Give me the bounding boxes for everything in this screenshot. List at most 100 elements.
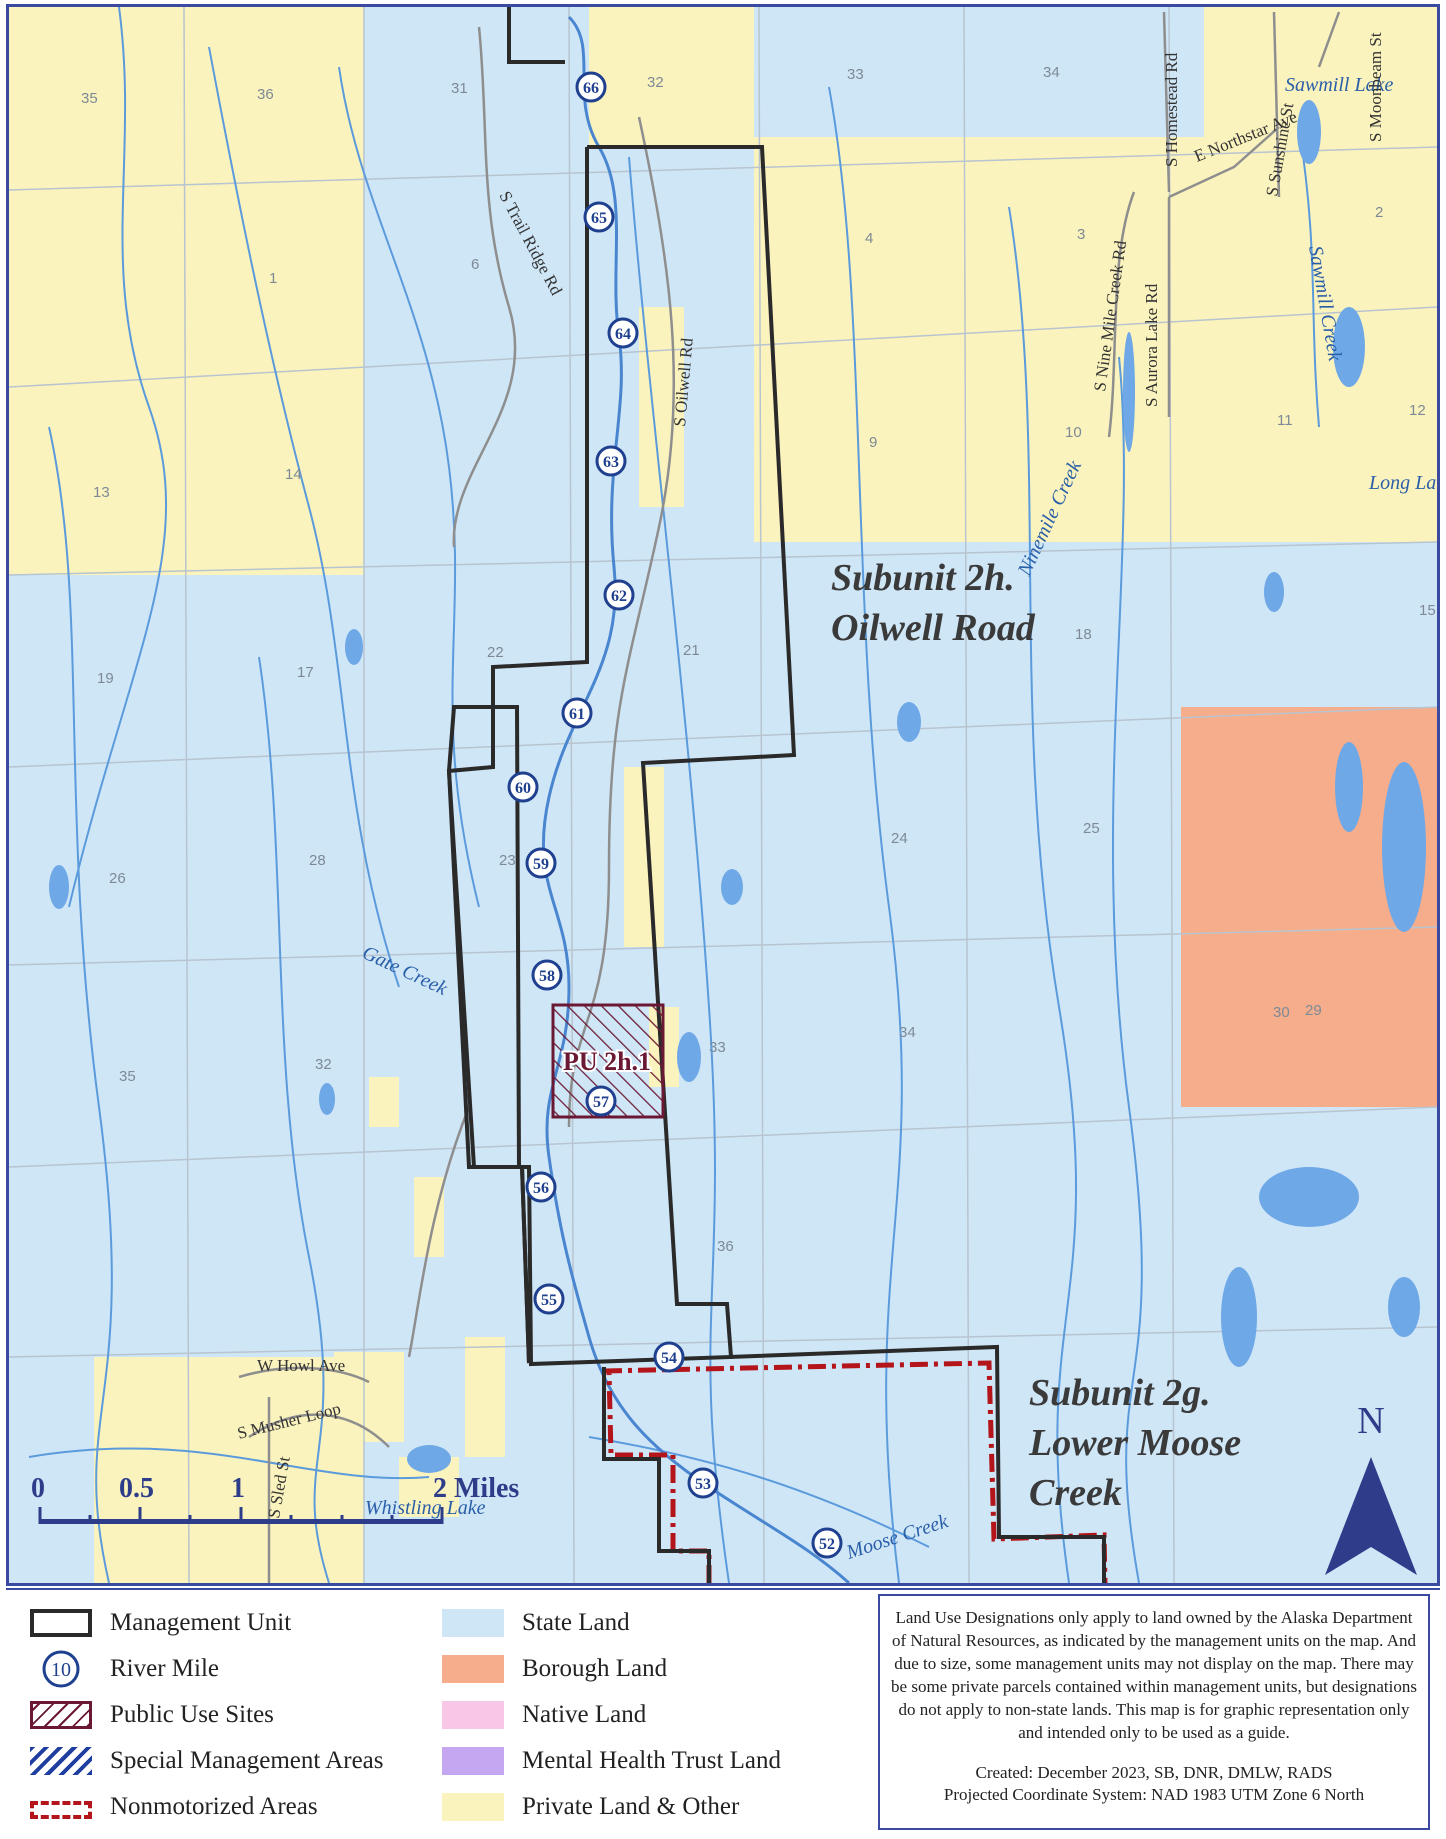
mental-health-land-swatch xyxy=(442,1747,504,1775)
legend-label: Borough Land xyxy=(522,1655,668,1682)
section-number: 31 xyxy=(451,80,468,97)
public-use-site-label: PU 2h.1 xyxy=(563,1047,651,1076)
river-mile-text: 55 xyxy=(541,1292,557,1309)
legend-label: Management Unit xyxy=(110,1609,292,1636)
legend: Management Unit 10 River Mile Public Use… xyxy=(6,1588,1440,1835)
river-mile-icon-text: 10 xyxy=(51,1659,71,1681)
legend-label: Nonmotorized Areas xyxy=(110,1793,318,1820)
disclaimer-text: Land Use Designations only apply to land… xyxy=(891,1608,1417,1742)
section-number: 6 xyxy=(471,256,479,273)
river-mile-text: 54 xyxy=(661,1350,677,1367)
river-mile-55: 55 xyxy=(533,1283,565,1315)
lakes xyxy=(49,100,1426,1473)
river-mile-59: 59 xyxy=(525,847,557,879)
river-mile-65: 65 xyxy=(583,201,615,233)
river-mile-text: 64 xyxy=(615,326,631,343)
label-sawmill-lake: Sawmill Lake xyxy=(1285,74,1393,96)
created-credit: Created: December 2023, SB, DNR, DMLW, R… xyxy=(975,1763,1333,1782)
section-number: 10 xyxy=(1065,424,1082,441)
legend-label: Public Use Sites xyxy=(110,1701,274,1728)
river-mile-text: 61 xyxy=(569,706,585,723)
label-long-lake: Long Lake xyxy=(1368,472,1437,494)
river-mile-text: 52 xyxy=(819,1536,835,1553)
section-number: 32 xyxy=(315,1056,332,1073)
river-mile-64: 64 xyxy=(607,317,639,349)
scale-tick-half: 0.5 xyxy=(119,1473,154,1504)
disclaimer-box: Land Use Designations only apply to land… xyxy=(878,1594,1430,1830)
section-number: 21 xyxy=(683,642,700,659)
state-land-swatch xyxy=(442,1609,504,1637)
special-management-swatch xyxy=(30,1747,92,1775)
section-number: 26 xyxy=(109,870,126,887)
section-number: 11 xyxy=(1277,412,1293,429)
section-number: 9 xyxy=(869,434,877,451)
river-mile-text: 65 xyxy=(591,210,607,227)
roads xyxy=(238,11,1341,1583)
legend-label: River Mile xyxy=(110,1655,220,1682)
section-number: 22 xyxy=(487,644,504,661)
legend-public-use: Public Use Sites xyxy=(30,1698,274,1732)
management-unit-swatch xyxy=(30,1609,92,1637)
river-mile-text: 66 xyxy=(583,80,599,97)
label-howl-ave: W Howl Ave xyxy=(257,1356,345,1375)
section-number: 25 xyxy=(1083,820,1100,837)
section-number: 30 xyxy=(1273,1004,1290,1021)
section-number: 3 xyxy=(1077,226,1085,243)
borough-land-swatch xyxy=(442,1655,504,1683)
private-land-swatch xyxy=(442,1793,504,1821)
label-homestead-rd: S Homestead Rd xyxy=(1162,52,1181,167)
legend-private-land: Private Land & Other xyxy=(442,1790,739,1824)
subunit-2h-label-line1: Subunit 2h. xyxy=(831,557,1015,599)
river-mile-53: 53 xyxy=(687,1467,719,1499)
river-mile-62: 62 xyxy=(603,579,635,611)
management-unit-2g xyxy=(602,1344,1106,1583)
river-mile-text: 57 xyxy=(593,1094,609,1111)
scale-tick-0: 0 xyxy=(31,1473,45,1504)
section-number: 34 xyxy=(899,1024,916,1041)
river-mile-58: 58 xyxy=(531,959,563,991)
label-whistling-lake: Whistling Lake xyxy=(365,1497,486,1519)
river-mile-54: 54 xyxy=(653,1341,685,1373)
scale-bar: 0 0.5 1 2 Miles xyxy=(31,1473,519,1524)
section-number: 14 xyxy=(285,466,302,483)
river-mile-text: 59 xyxy=(533,856,549,873)
scale-tick-1: 1 xyxy=(231,1473,245,1504)
public-use-swatch xyxy=(30,1701,92,1729)
scale-tick-2: 2 Miles xyxy=(433,1473,519,1504)
river-mile-56: 56 xyxy=(525,1171,557,1203)
river-mile-57: 57 xyxy=(585,1085,617,1117)
legend-label: Private Land & Other xyxy=(522,1793,740,1820)
legend-native-land: Native Land xyxy=(442,1698,646,1732)
section-number: 4 xyxy=(865,230,873,247)
river-mile-text: 62 xyxy=(611,588,627,605)
section-number: 28 xyxy=(309,852,326,869)
section-number: 23 xyxy=(499,852,516,869)
nonmotorized-swatch xyxy=(30,1800,92,1819)
river-mile-text: 58 xyxy=(539,968,555,985)
label-aurora-lake-rd: S Aurora Lake Rd xyxy=(1142,283,1161,407)
subunit-2g-label-line2: Lower Moose xyxy=(1028,1422,1241,1464)
section-number: 36 xyxy=(717,1238,734,1255)
legend-river-mile: 10 River Mile xyxy=(30,1650,220,1688)
section-number: 2 xyxy=(1375,204,1383,221)
legend-label: Mental Health Trust Land xyxy=(522,1747,782,1774)
section-number: 18 xyxy=(1075,626,1092,643)
river-mile-text: 53 xyxy=(695,1476,711,1493)
section-number: 13 xyxy=(93,484,110,501)
section-number: 33 xyxy=(709,1039,726,1056)
section-number: 33 xyxy=(847,66,864,83)
section-number: 36 xyxy=(257,86,274,103)
section-number: 29 xyxy=(1305,1002,1322,1019)
river-mile-text: 56 xyxy=(533,1180,549,1197)
river-mile-icon: 10 xyxy=(30,1650,92,1688)
subunit-2h-label-line2: Oilwell Road xyxy=(831,607,1036,649)
north-label: N xyxy=(1357,1400,1384,1442)
subunit-labels: Subunit 2h. Oilwell Road Subunit 2g. Low… xyxy=(831,557,1241,1514)
section-number: 35 xyxy=(81,90,98,107)
projection-info: Projected Coordinate System: NAD 1983 UT… xyxy=(943,1785,1365,1804)
river-mile-text: 60 xyxy=(515,780,531,797)
